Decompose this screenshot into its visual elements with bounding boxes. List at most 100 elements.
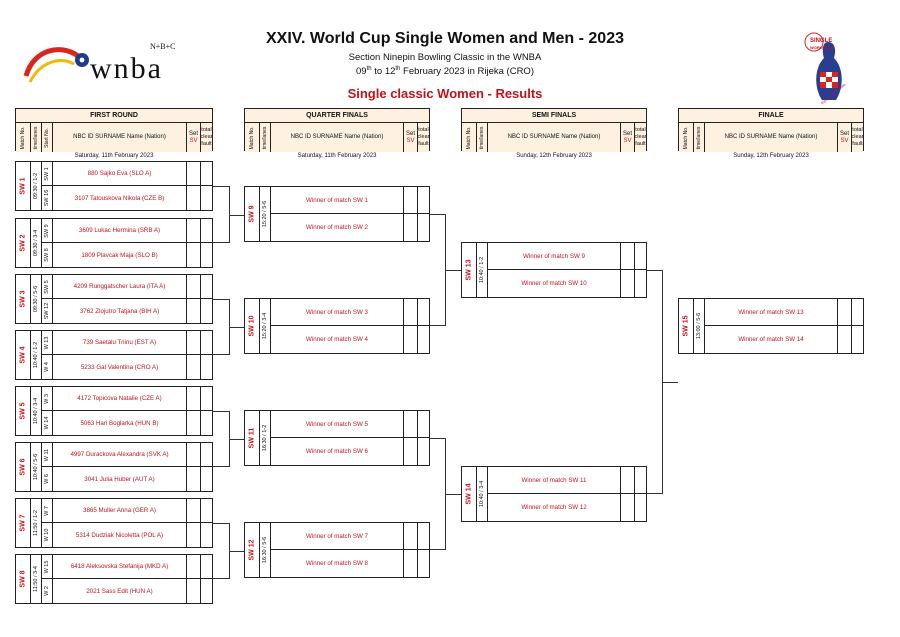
match-code-text: SW 8	[19, 570, 27, 588]
start-no: W 6	[42, 467, 53, 491]
total-cell	[201, 443, 212, 466]
col-time-lanes: time/lanes	[260, 123, 271, 152]
round-title: FINALE	[679, 109, 863, 123]
match-time: 10:40 / 1-2	[477, 243, 488, 297]
match-time: 09:30 / 1-2	[31, 162, 42, 210]
player-name: 3107 Tatouskova Nikola (CZE B)	[53, 186, 187, 210]
total-cell	[201, 299, 212, 323]
set-sv-cell	[404, 438, 418, 465]
wc-logo-line2: WORLD CUP	[810, 45, 835, 50]
col-sv-text: SV	[623, 137, 632, 144]
col-player: NBC ID SURNAME Name (Nation)	[53, 123, 187, 152]
start-no: W 7	[42, 499, 53, 522]
set-sv-cell	[187, 275, 201, 298]
player-name: Winner of match SW 3	[271, 299, 404, 325]
total-cell	[418, 550, 429, 577]
player-name: 1809 Plavcak Maja (SLO B)	[53, 243, 187, 267]
player-name: Winner of match SW 13	[705, 299, 838, 325]
match-code: SW 6	[16, 443, 31, 491]
wnba-logo: N+B+C wnba	[20, 38, 200, 98]
match-code-text: SW 4	[19, 346, 27, 364]
set-sv-cell	[621, 243, 635, 269]
player-name: Winner of match SW 7	[271, 523, 404, 549]
total-cell	[201, 243, 212, 267]
player-name: Winner of match SW 2	[271, 214, 404, 241]
match-time-text: 09:30 / 1-2	[33, 172, 39, 200]
match-code: SW 13	[462, 243, 477, 297]
round-title: QUARTER FINALS	[245, 109, 429, 123]
match-time-text: 10:40 / 1-2	[479, 256, 485, 284]
total-cell	[201, 219, 212, 242]
match-code-text: SW 13	[465, 259, 473, 281]
player-name: 4209 Runggatscher Laura (ITA A)	[53, 275, 187, 298]
total-cell	[201, 186, 212, 210]
player-name: 3041 Julia Huber (AUT A)	[53, 467, 187, 491]
player-name: Winner of match SW 14	[705, 326, 838, 353]
col-total: total clear fault	[417, 127, 430, 147]
match-time-text: 16:30 / 1-2	[262, 424, 268, 452]
set-sv-cell	[404, 299, 418, 325]
start-no: W 14	[42, 411, 53, 435]
player-name: Winner of match SW 4	[271, 326, 404, 353]
col-match-no-text: Match No.	[683, 126, 689, 149]
player-name: 3762 Zlojutro Tatjana (BIH A)	[53, 299, 187, 323]
set-sv-cell	[187, 411, 201, 435]
match-code-text: SW 6	[19, 458, 27, 476]
total-cell	[418, 438, 429, 465]
col-time-lanes-text: time/lanes	[262, 126, 268, 149]
player-row: Winner of match SW 13	[705, 299, 863, 326]
col-time-lanes: time/lanes	[477, 123, 488, 152]
match-time-text: 15:20 / 3-4	[262, 312, 268, 340]
player-name: Winner of match SW 11	[488, 467, 621, 493]
start-no: SW 5	[42, 275, 53, 298]
col-time-lanes-text: time/lanes	[479, 126, 485, 149]
set-sv-cell	[404, 326, 418, 353]
match-code: SW 8	[16, 555, 31, 603]
start-no-text: W 7	[44, 505, 50, 516]
total-cell	[201, 275, 212, 298]
col-match-no-text: Match No.	[466, 126, 472, 149]
results-title: Single classic Women - Results	[347, 86, 543, 101]
match-code: SW 12	[245, 523, 260, 577]
total-cell	[201, 162, 212, 185]
set-sv-cell	[187, 186, 201, 210]
col-match-no: Match No.	[16, 123, 31, 152]
match-code-text: SW 7	[19, 514, 27, 532]
player-name: 4997 Durackova Alexandra (SVK A)	[53, 443, 187, 466]
total-cell	[201, 331, 212, 354]
round-date: Sunday, 12th February 2023	[733, 153, 809, 159]
match-code-text: SW 12	[248, 539, 256, 561]
total-cell	[418, 299, 429, 325]
col-total: total clear fault	[634, 127, 647, 147]
start-no: SW 16	[42, 186, 53, 210]
start-no-text: SW 1	[44, 166, 50, 181]
match-code-text: SW 11	[248, 427, 256, 449]
match-code-text: SW 2	[19, 234, 27, 252]
total-cell	[201, 523, 212, 547]
total-cell	[201, 355, 212, 379]
start-no: SW 1	[42, 162, 53, 185]
match-code-text: SW 1	[19, 177, 27, 195]
bracket-connector	[213, 186, 230, 243]
start-no-text: W 3	[44, 393, 50, 404]
match-code: SW 4	[16, 331, 31, 379]
match-code: SW 3	[16, 275, 31, 323]
total-cell	[635, 243, 646, 269]
set-sv-cell	[621, 467, 635, 493]
player-row: Winner of match SW 14	[705, 326, 863, 353]
player-row: Winner of match SW 11	[488, 467, 646, 494]
